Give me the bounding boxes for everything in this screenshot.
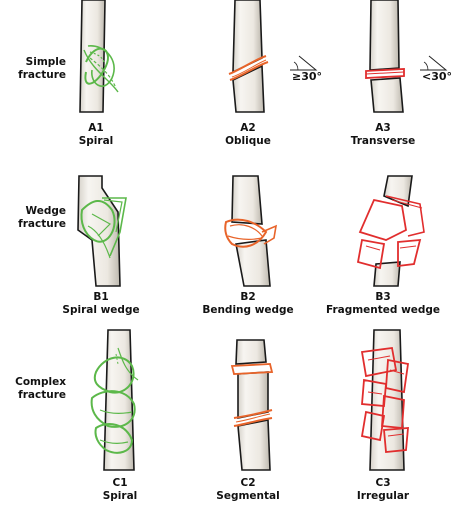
row-label-line1: Wedge bbox=[25, 205, 66, 217]
angle-symbol-oblique bbox=[290, 55, 318, 71]
bone-b3 bbox=[356, 175, 425, 287]
caption-b1: B1 Spiral wedge bbox=[36, 291, 166, 317]
bone-b2 bbox=[224, 175, 278, 287]
caption-name: Spiral bbox=[102, 490, 138, 502]
bone-c3 bbox=[360, 329, 410, 471]
bone-c2 bbox=[230, 339, 274, 471]
caption-c3: C3 Irregular bbox=[318, 477, 448, 503]
caption-name: Segmental bbox=[216, 490, 280, 502]
caption-a1: A1 Spiral bbox=[31, 122, 161, 148]
caption-a2: A2 Oblique bbox=[183, 122, 313, 148]
angle-label-transverse: <30° bbox=[422, 70, 453, 83]
bone-a2 bbox=[228, 0, 269, 113]
row-label-line1: Simple bbox=[25, 56, 66, 68]
caption-a3: A3 Transverse bbox=[318, 122, 448, 148]
caption-code: C2 bbox=[240, 477, 256, 489]
caption-name: Irregular bbox=[356, 490, 410, 502]
angle-label-oblique: ≥30° bbox=[292, 70, 323, 83]
caption-name: Transverse bbox=[350, 135, 416, 147]
caption-name: Spiral bbox=[78, 135, 114, 147]
caption-code: C3 bbox=[375, 477, 391, 489]
row-label-line2: fracture bbox=[18, 218, 66, 230]
caption-code: A1 bbox=[88, 122, 104, 134]
caption-code: A3 bbox=[375, 122, 391, 134]
bone-c1 bbox=[90, 329, 139, 471]
bone-a3 bbox=[365, 0, 405, 113]
angle-symbol-transverse bbox=[420, 55, 448, 71]
row-label-line2: fracture bbox=[18, 389, 66, 401]
caption-b3: B3 Fragmented wedge bbox=[318, 291, 448, 317]
bone-a1 bbox=[79, 0, 119, 113]
caption-code: B2 bbox=[240, 291, 256, 303]
caption-code: C1 bbox=[112, 477, 128, 489]
row-label-line2: fracture bbox=[18, 69, 66, 81]
caption-code: B1 bbox=[93, 291, 109, 303]
caption-b2: B2 Bending wedge bbox=[183, 291, 313, 317]
caption-name: Spiral wedge bbox=[62, 304, 140, 316]
row-label-line1: Complex bbox=[15, 376, 66, 388]
row-label-wedge: Wedge fracture bbox=[0, 205, 66, 231]
caption-code: B3 bbox=[375, 291, 391, 303]
caption-c2: C2 Segmental bbox=[183, 477, 313, 503]
caption-code: A2 bbox=[240, 122, 256, 134]
row-label-simple: Simple fracture bbox=[0, 56, 66, 82]
caption-name: Bending wedge bbox=[202, 304, 294, 316]
row-label-complex: Complex fracture bbox=[0, 376, 66, 402]
caption-name: Oblique bbox=[225, 135, 271, 147]
caption-name: Fragmented wedge bbox=[325, 304, 441, 316]
bone-b1 bbox=[77, 175, 127, 287]
caption-c1: C1 Spiral bbox=[55, 477, 185, 503]
